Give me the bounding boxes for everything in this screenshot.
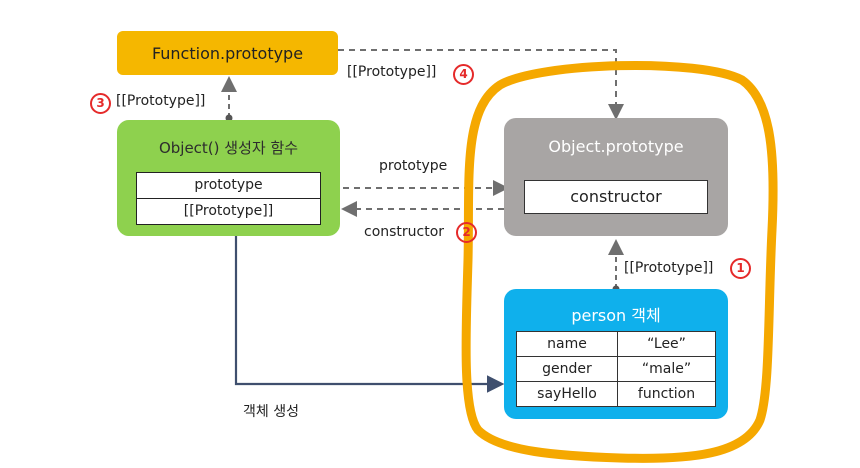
fp-to-op-badge: 4 bbox=[453, 64, 474, 85]
object-constructor-node: Object() 생성자 함수 prototype [[Prototype]] bbox=[117, 120, 340, 236]
edge-fp-to-op bbox=[338, 49, 624, 120]
property-value: “Lee” bbox=[617, 331, 716, 357]
create-edge-label: 객체 생성 bbox=[243, 404, 299, 420]
property-value: “male” bbox=[617, 356, 716, 382]
object-prototype-node: Object.prototype constructor bbox=[504, 118, 728, 236]
property-key: name bbox=[516, 331, 618, 357]
property-key: sayHello bbox=[516, 381, 618, 407]
table-row: sayHello function bbox=[516, 381, 716, 407]
function-prototype-title: Function.prototype bbox=[151, 44, 304, 63]
prototype-edge-label: prototype bbox=[379, 158, 448, 174]
ctor-proto-label: [[Prototype]] bbox=[116, 93, 206, 109]
table-row: name “Lee” bbox=[516, 331, 716, 357]
person-proto-label: [[Prototype]] bbox=[624, 260, 714, 276]
person-proto-badge: 1 bbox=[730, 258, 751, 279]
person-object-title: person 객체 bbox=[571, 306, 661, 325]
object-constructor-title: Object() 생성자 함수 bbox=[158, 139, 299, 157]
fp-to-op-label: [[Prototype]] bbox=[347, 64, 437, 80]
function-prototype-node: Function.prototype bbox=[117, 31, 338, 75]
object-prototype-constructor-field: constructor bbox=[524, 180, 708, 214]
object-constructor-prototype-row: prototype bbox=[194, 177, 263, 193]
person-properties-table: name “Lee” gender “male” sayHello functi… bbox=[516, 331, 716, 407]
object-constructor-proto-link-row: [[Prototype]] bbox=[137, 198, 320, 224]
person-object-node: person 객체 name “Lee” gender “male” sayHe… bbox=[504, 289, 728, 419]
constructor-edge-badge: 2 bbox=[456, 222, 477, 243]
property-key: gender bbox=[516, 356, 618, 382]
constructor-edge-label: constructor bbox=[364, 224, 445, 240]
edge-create bbox=[234, 236, 505, 393]
property-value: function bbox=[617, 381, 716, 407]
edge-ctor-proto-dot bbox=[225, 114, 233, 122]
table-row: gender “male” bbox=[516, 356, 716, 382]
object-constructor-table: prototype [[Prototype]] bbox=[136, 172, 321, 225]
highlight-stroke bbox=[461, 60, 778, 463]
ctor-proto-badge: 3 bbox=[90, 93, 111, 114]
object-prototype-title: Object.prototype bbox=[548, 137, 684, 156]
